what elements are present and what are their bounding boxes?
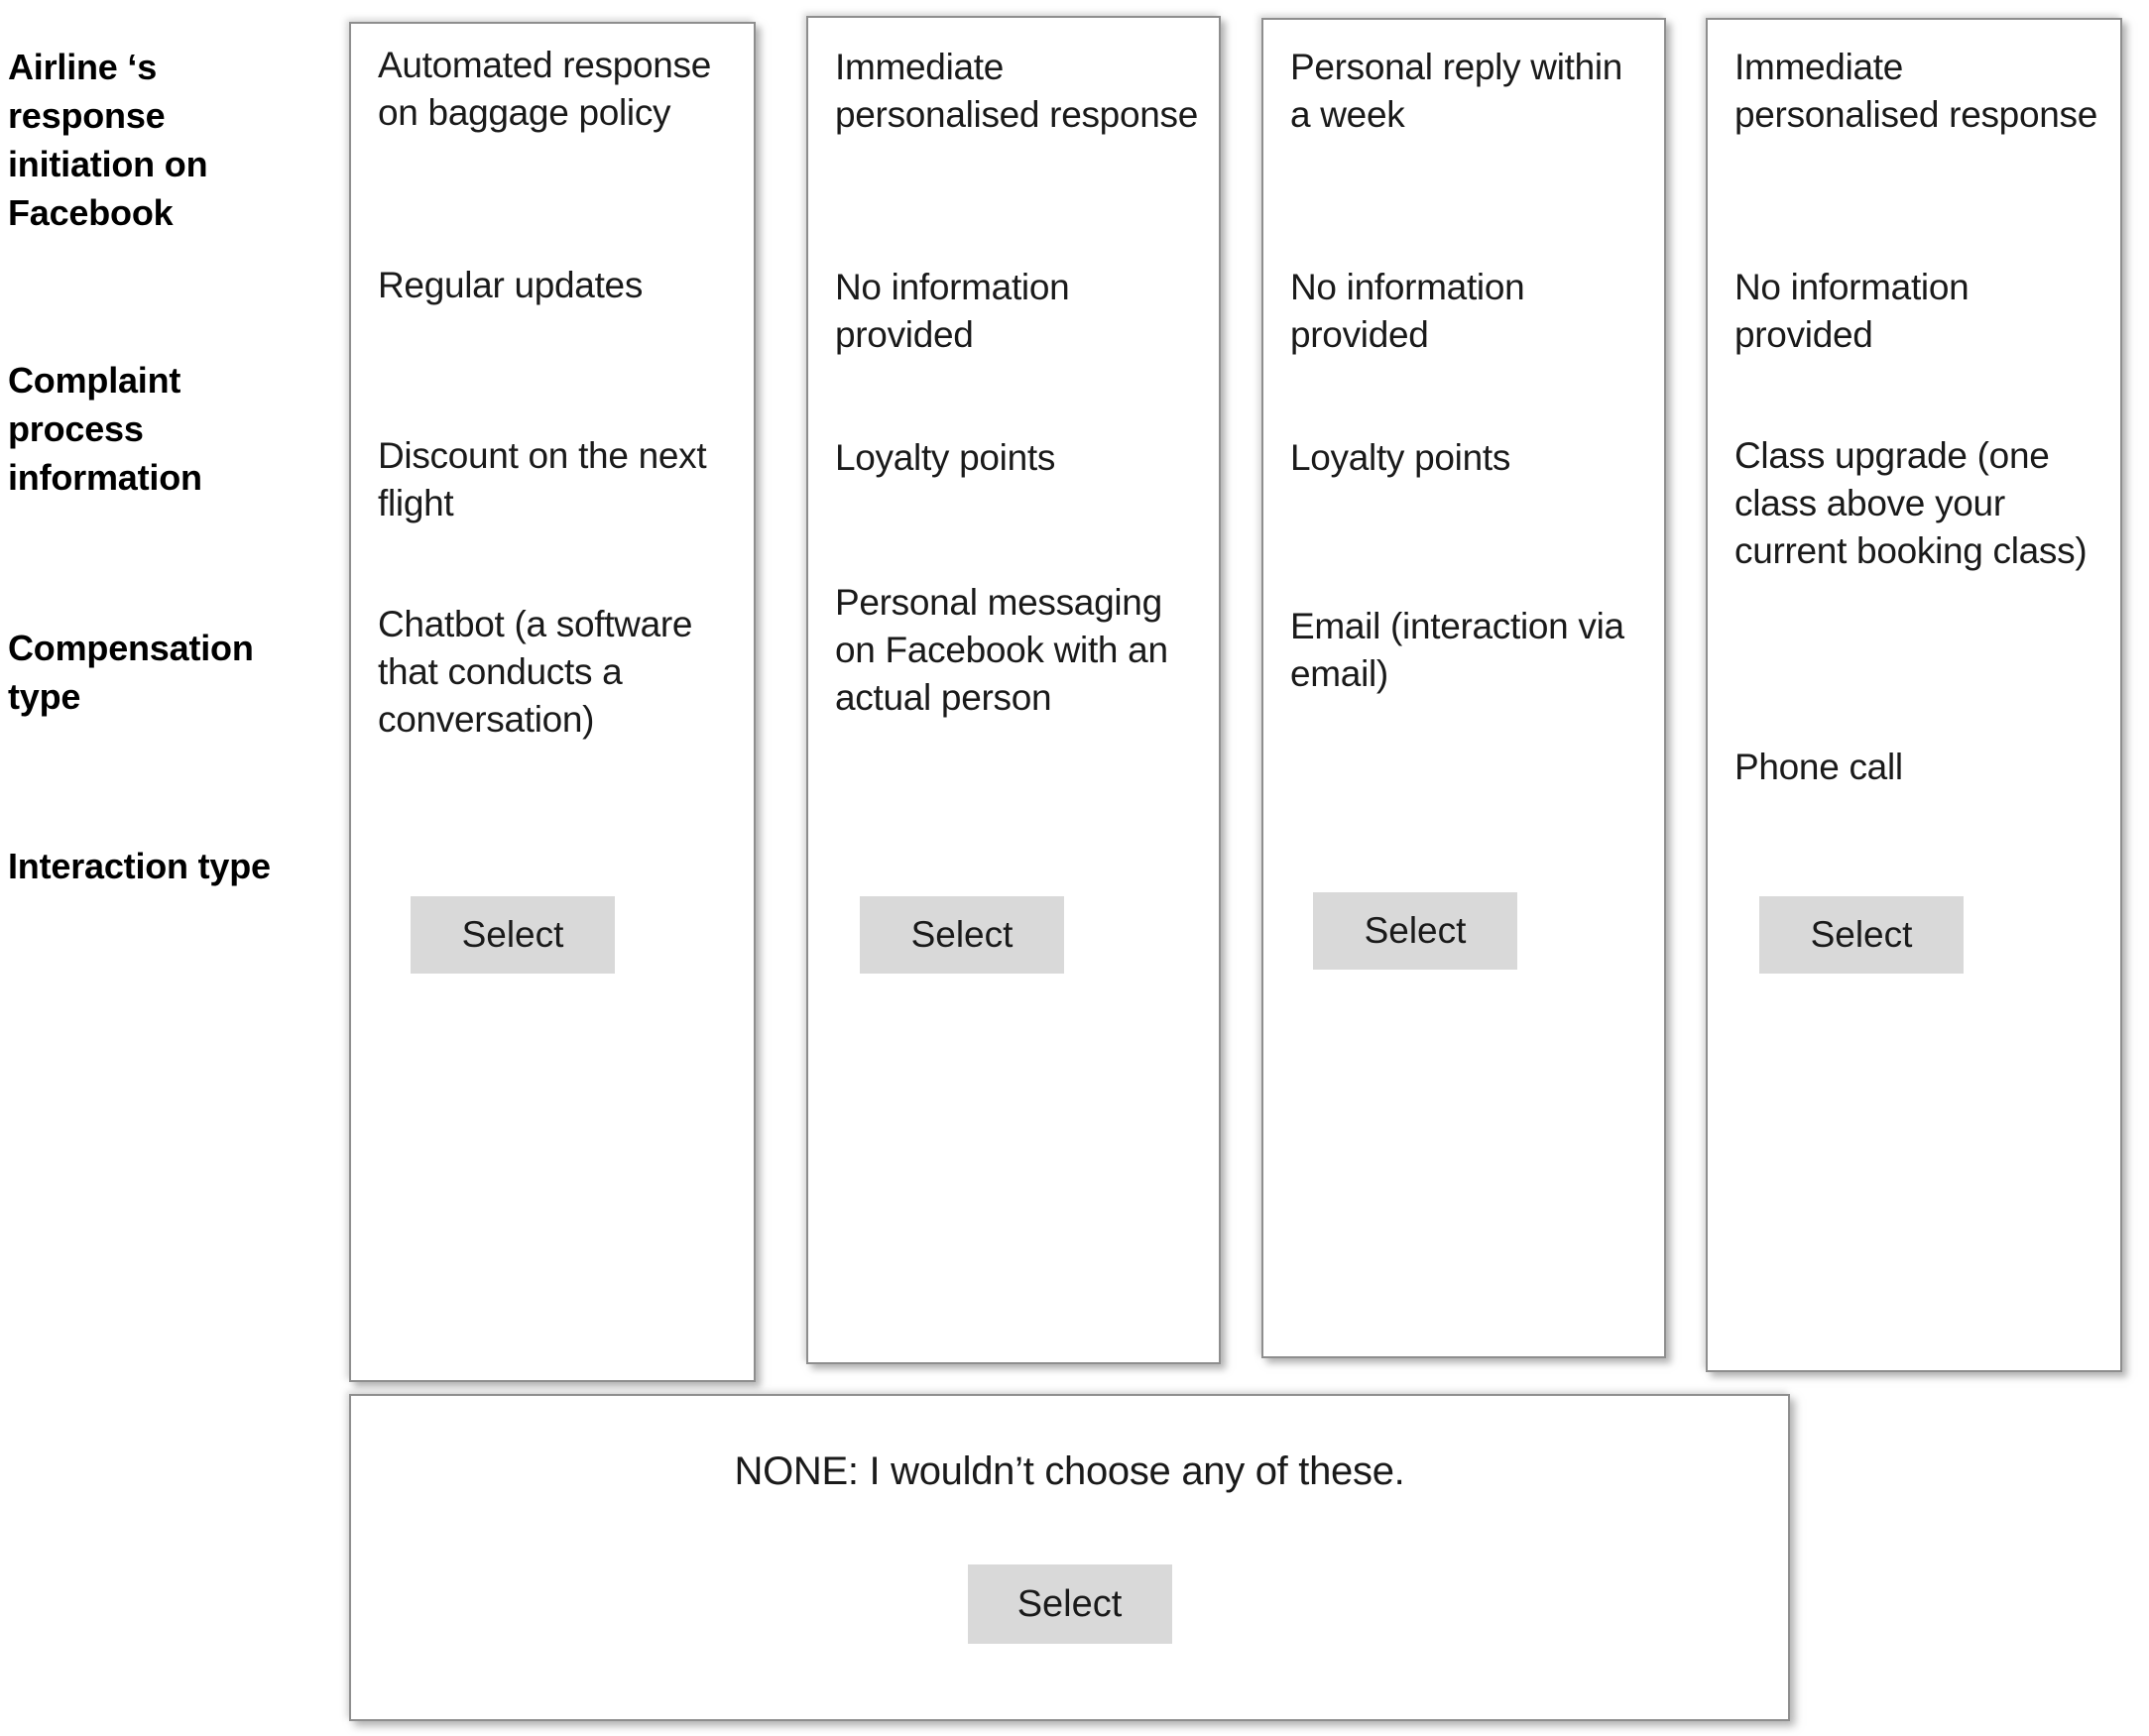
option-2-compensation-type-value: Loyalty points [835, 437, 1056, 478]
option-card-row: Automated response on baggage policy Reg… [327, 0, 2149, 1388]
option-2-interaction-type-value: Personal messaging on Facebook with an a… [835, 582, 1168, 719]
attribute-label-compensation-type: Compensation type [8, 628, 254, 717]
option-2-response-initiation-value: Immediate personalised response [835, 47, 1198, 136]
option-4-complaint-process-information-value: No information provided [1734, 267, 1970, 356]
attribute-label-column: Airline ‘s response initiation on Facebo… [0, 0, 327, 1388]
option-2-complaint-process-information-value: No information provided [835, 267, 1070, 356]
none-option-card[interactable]: NONE: I wouldn’t choose any of these. Se… [349, 1394, 1790, 1721]
option-3-complaint-process-information-value: No information provided [1290, 267, 1525, 356]
select-button-option-4[interactable]: Select [1759, 896, 1964, 974]
attribute-label-complaint-process-information: Complaint process information [8, 360, 202, 498]
option-3-response-initiation-value: Personal reply within a week [1290, 47, 1623, 136]
option-3-compensation-type-value: Loyalty points [1290, 437, 1511, 478]
option-card-3-body: Personal reply within a week No informat… [1263, 20, 1664, 1356]
select-button-option-1[interactable]: Select [411, 896, 615, 974]
option-card-2[interactable]: Immediate personalised response No infor… [806, 16, 1221, 1364]
select-button-option-2[interactable]: Select [860, 896, 1064, 974]
option-card-3[interactable]: Personal reply within a week No informat… [1261, 18, 1666, 1358]
option-1-complaint-process-information-value: Regular updates [378, 265, 644, 305]
option-card-1[interactable]: Automated response on baggage policy Reg… [349, 22, 756, 1382]
attribute-label-interaction-type: Interaction type [8, 846, 271, 886]
option-4-compensation-type-value: Class upgrade (one class above your curr… [1734, 435, 2088, 572]
option-1-compensation-type-value: Discount on the next flight [378, 435, 707, 524]
option-4-interaction-type-value: Phone call [1734, 747, 1903, 787]
option-card-4-body: Immediate personalised response No infor… [1708, 20, 2120, 1370]
option-card-2-body: Immediate personalised response No infor… [808, 18, 1219, 1362]
option-3-interaction-type-value: Email (interaction via email) [1290, 606, 1624, 695]
select-button-option-3[interactable]: Select [1313, 892, 1517, 970]
none-option-text: NONE: I wouldn’t choose any of these. [734, 1449, 1405, 1493]
option-card-1-body: Automated response on baggage policy Reg… [351, 24, 754, 1380]
option-card-4[interactable]: Immediate personalised response No infor… [1706, 18, 2122, 1372]
option-4-response-initiation-value: Immediate personalised response [1734, 47, 2097, 136]
select-button-none[interactable]: Select [967, 1564, 1172, 1644]
option-1-interaction-type-value: Chatbot (a software that conducts a conv… [378, 604, 693, 741]
attribute-label-response-initiation: Airline ‘s response initiation on Facebo… [8, 47, 208, 233]
option-1-response-initiation-value: Automated response on baggage policy [378, 45, 712, 134]
